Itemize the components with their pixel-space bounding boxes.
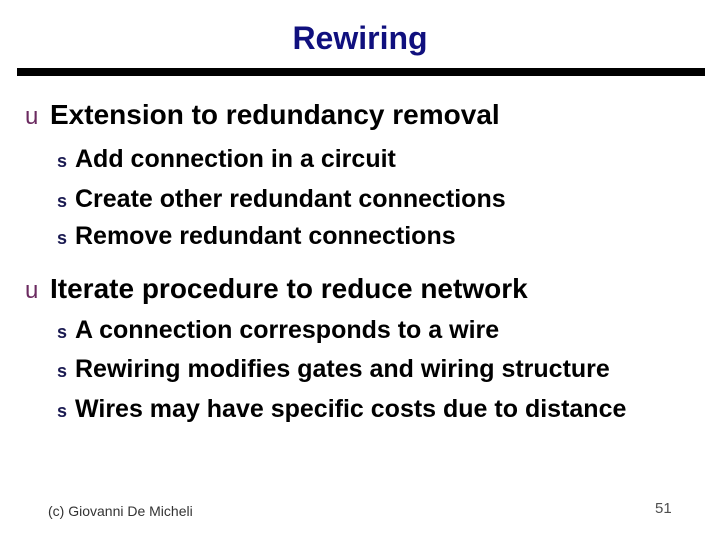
bullet-level1-label: Iterate procedure to reduce network xyxy=(50,273,528,304)
bullet-level2-label: Wires may have specific costs due to dis… xyxy=(75,395,627,423)
bullet-s-marker-icon: s xyxy=(57,191,68,211)
bullet-s-marker-icon: s xyxy=(57,401,68,421)
bullet-level2: s A connection corresponds to a wire xyxy=(57,316,499,345)
bullet-level2: s Wires may have specific costs due to d… xyxy=(57,395,626,424)
bullet-level2-label: Add connection in a circuit xyxy=(75,145,396,173)
bullet-level1-label: Extension to redundancy removal xyxy=(50,99,500,130)
bullet-s-marker-icon: s xyxy=(57,361,68,381)
bullet-u-marker-icon: u xyxy=(25,103,39,130)
bullet-level2-label: A connection corresponds to a wire xyxy=(75,316,500,344)
footer-credit: (c) Giovanni De Micheli xyxy=(48,503,193,519)
bullet-level2-label: Create other redundant connections xyxy=(75,185,506,213)
bullet-s-marker-icon: s xyxy=(57,322,68,342)
bullet-level2: s Create other redundant connections xyxy=(57,185,506,214)
slide-title: Rewiring xyxy=(292,20,428,56)
page-number: 51 xyxy=(655,500,672,517)
bullet-s-marker-icon: s xyxy=(57,151,68,171)
bullet-level2: s Remove redundant connections xyxy=(57,222,456,251)
bullet-u-marker-icon: u xyxy=(25,277,39,304)
bullet-level1: u Extension to redundancy removal xyxy=(25,99,500,131)
bullet-level2-label: Remove redundant connections xyxy=(75,222,456,250)
bullet-level2: s Add connection in a circuit xyxy=(57,145,396,174)
bullet-level2-label: Rewiring modifies gates and wiring struc… xyxy=(75,355,610,383)
bullet-s-marker-icon: s xyxy=(57,228,68,248)
bullet-level2: s Rewiring modifies gates and wiring str… xyxy=(57,355,610,384)
bullet-level1: u Iterate procedure to reduce network xyxy=(25,273,528,305)
title-rule-divider xyxy=(17,68,705,76)
